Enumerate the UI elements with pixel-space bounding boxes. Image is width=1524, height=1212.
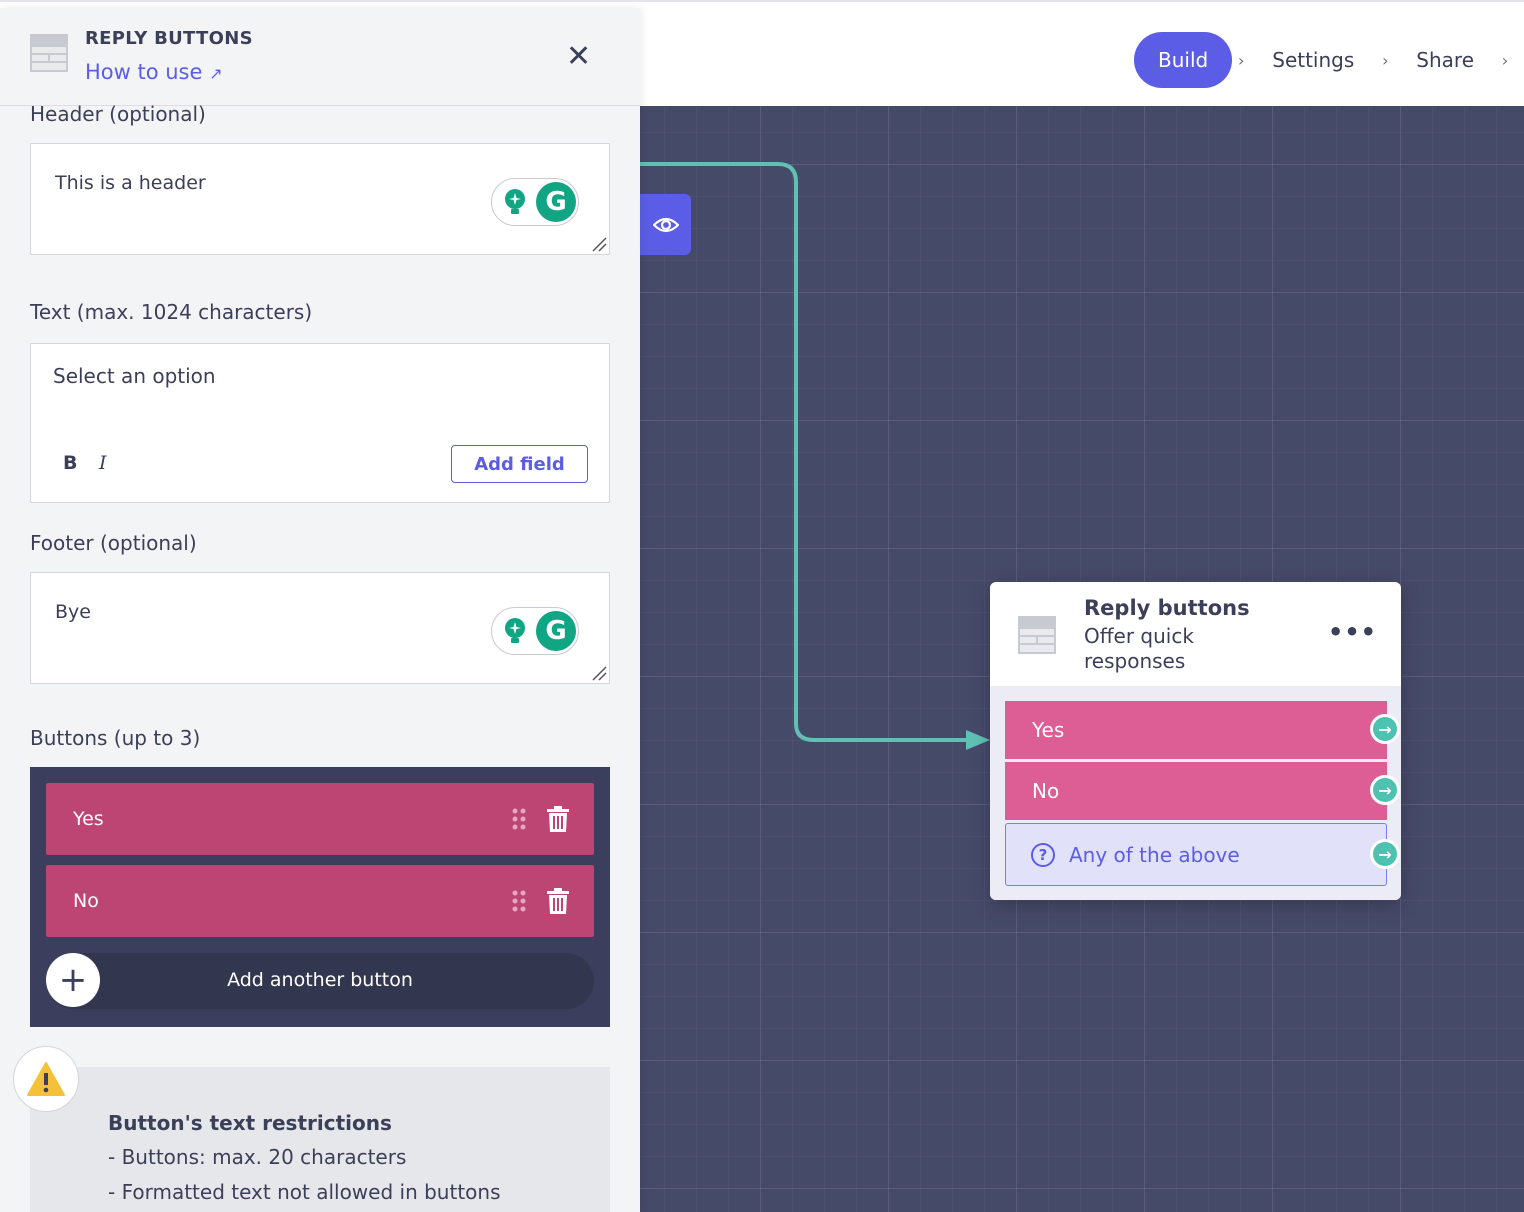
- grammarly-icon: G: [536, 611, 576, 651]
- footer-input[interactable]: Bye G: [30, 572, 610, 684]
- connector-line: [640, 162, 990, 750]
- text-label: Text (max. 1024 characters): [30, 300, 313, 324]
- text-input[interactable]: Select an option B I Add field: [30, 343, 610, 503]
- step-share[interactable]: Share: [1416, 48, 1474, 72]
- bold-button[interactable]: B: [63, 452, 78, 474]
- node-subtitle: Offer quick responses: [1084, 624, 1194, 673]
- chevron-right-icon: ›: [1238, 50, 1245, 70]
- step-settings[interactable]: Settings: [1272, 48, 1355, 72]
- resize-handle-icon[interactable]: [591, 236, 607, 252]
- warning-icon: [13, 1046, 79, 1112]
- add-field-button[interactable]: Add field: [451, 445, 588, 483]
- node-option-no[interactable]: No: [1005, 762, 1387, 820]
- node-option-fallback[interactable]: ? Any of the above: [1005, 823, 1387, 886]
- grammarly-widget[interactable]: G: [491, 607, 579, 655]
- button-item-label: No: [73, 890, 99, 912]
- reply-buttons-icon: [1018, 616, 1056, 654]
- footer-value: Bye: [55, 601, 91, 623]
- restrictions-notice: Button's text restrictions - Buttons: ma…: [30, 1067, 610, 1212]
- header-input[interactable]: This is a header G: [30, 143, 610, 255]
- panel-title: REPLY BUTTONS: [85, 28, 253, 49]
- question-icon: ?: [1031, 842, 1055, 867]
- resize-handle-icon[interactable]: [591, 665, 607, 681]
- output-port-icon[interactable]: →: [1370, 714, 1400, 744]
- text-value: Select an option: [53, 364, 216, 388]
- reply-buttons-panel: REPLY BUTTONS How to use ↗ ✕ Header (opt…: [0, 8, 640, 1212]
- trash-icon[interactable]: [546, 805, 570, 833]
- node-option-yes[interactable]: Yes: [1005, 701, 1387, 759]
- preview-button[interactable]: [640, 194, 691, 255]
- chevron-right-icon: ›: [1382, 50, 1389, 70]
- lightbulb-icon: [500, 187, 530, 217]
- button-item-yes[interactable]: Yes: [46, 783, 594, 855]
- how-to-use-label: How to use: [85, 60, 203, 84]
- trash-icon[interactable]: [546, 887, 570, 915]
- panel-header: REPLY BUTTONS How to use ↗ ✕: [0, 8, 640, 106]
- step-nav: Build › Settings › Share ›: [1134, 32, 1524, 88]
- header-value: This is a header: [55, 172, 206, 194]
- buttons-list: Yes No: [30, 767, 610, 1027]
- footer-label: Footer (optional): [30, 531, 197, 555]
- reply-buttons-node[interactable]: Reply buttons Offer quick responses ••• …: [990, 582, 1401, 900]
- header-label: Header (optional): [30, 102, 206, 126]
- output-port-icon[interactable]: →: [1370, 839, 1400, 869]
- plus-icon[interactable]: +: [46, 953, 100, 1007]
- restriction-item: - Buttons: max. 20 characters: [108, 1145, 407, 1169]
- grammarly-icon: G: [536, 182, 576, 222]
- more-options-icon[interactable]: •••: [1328, 618, 1378, 646]
- chevron-right-icon: ›: [1501, 50, 1509, 70]
- restriction-item: - Formatted text not allowed in buttons: [108, 1180, 501, 1204]
- step-build[interactable]: Build: [1134, 32, 1233, 88]
- arrow-head-icon: [966, 730, 990, 750]
- node-header: Reply buttons Offer quick responses •••: [990, 582, 1401, 686]
- add-another-button[interactable]: Add another button +: [46, 953, 594, 1009]
- eye-icon: [652, 217, 679, 232]
- close-icon[interactable]: ✕: [566, 39, 592, 74]
- reply-buttons-icon: [30, 34, 68, 72]
- add-another-button-label: Add another button: [227, 969, 413, 991]
- buttons-label: Buttons (up to 3): [30, 726, 201, 750]
- fallback-label: Any of the above: [1069, 842, 1240, 867]
- button-item-no[interactable]: No: [46, 865, 594, 937]
- node-options: Yes No ? Any of the above: [990, 686, 1401, 900]
- how-to-use-link[interactable]: How to use ↗: [85, 60, 223, 84]
- drag-handle-icon[interactable]: [511, 889, 527, 913]
- node-title: Reply buttons: [1084, 596, 1250, 620]
- output-port-icon[interactable]: →: [1370, 775, 1400, 805]
- restrictions-title: Button's text restrictions: [108, 1111, 392, 1135]
- italic-button[interactable]: I: [99, 452, 107, 474]
- lightbulb-icon: [500, 616, 530, 646]
- grammarly-widget[interactable]: G: [491, 178, 579, 226]
- drag-handle-icon[interactable]: [511, 807, 527, 831]
- button-item-label: Yes: [73, 808, 104, 830]
- external-link-icon: ↗: [209, 64, 223, 83]
